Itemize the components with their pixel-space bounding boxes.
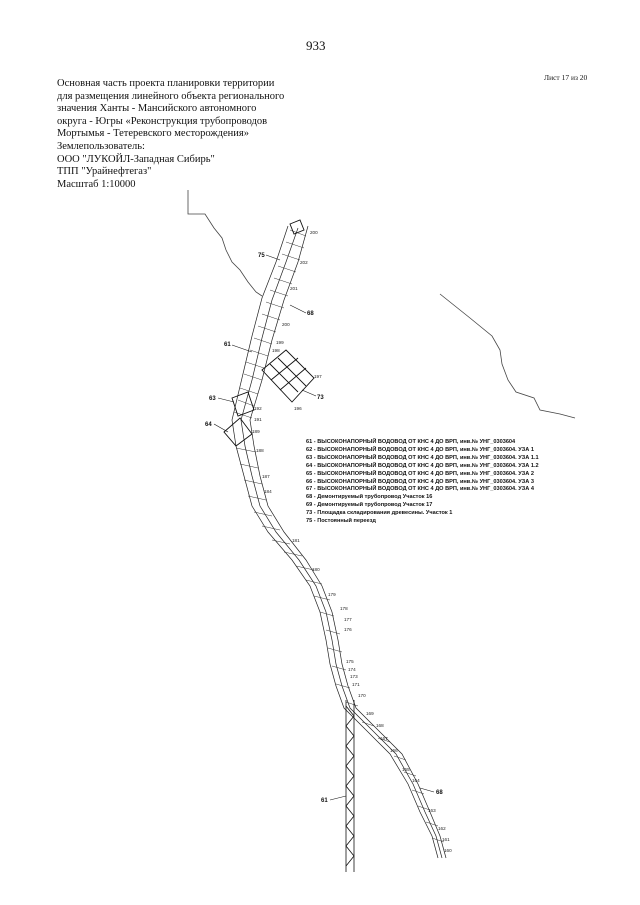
hatch-segment-north xyxy=(233,229,307,419)
legend-item: 67 - ВЫСОКОНАПОРНЫЙ ВОДОВОД ОТ КНС 4 ДО … xyxy=(306,486,534,493)
legend-item: 75 - Постоянный переезд xyxy=(306,518,376,525)
callout-61: 61 xyxy=(224,342,231,348)
point-label: 178 xyxy=(340,606,348,611)
callout-73: 73 xyxy=(317,395,324,401)
legend-item: 69 - Демонтируемый трубопровод Участок 1… xyxy=(306,502,433,509)
point-label: 181 xyxy=(292,538,300,543)
point-label: 170 xyxy=(358,693,366,698)
valve-site-north xyxy=(289,219,305,235)
storage-site-73 xyxy=(261,349,315,403)
leader-61-north xyxy=(231,344,253,353)
legend-item: 64 - ВЫСОКОНАПОРНЫЙ ВОДОВОД ОТ КНС 4 ДО … xyxy=(306,462,539,469)
callout-75: 75 xyxy=(258,253,265,259)
point-label: 188 xyxy=(256,448,264,453)
valve-site-64 xyxy=(223,417,253,447)
legend-item: 62 - ВЫСОКОНАПОРНЫЙ ВОДОВОД ОТ КНС 4 ДО … xyxy=(306,446,534,453)
leader-75 xyxy=(265,254,281,261)
legend-item: 73 - Площадка складирования древесины. У… xyxy=(306,510,453,517)
title-line: Основная часть проекта планировки террит… xyxy=(57,78,275,89)
page-number: 933 xyxy=(306,38,326,53)
point-label: 200 xyxy=(282,322,290,327)
title-line: значения Ханты - Мансийского автономного xyxy=(57,103,257,115)
point-label: 200 xyxy=(310,230,318,235)
point-label: 167 xyxy=(380,736,388,741)
point-label: 191 xyxy=(254,417,262,422)
road-line-west xyxy=(187,190,263,297)
title-line: Мортымья - Тетеревского месторождения» xyxy=(57,128,249,140)
pipeline-corridor xyxy=(231,225,447,859)
leader-64 xyxy=(213,423,229,433)
point-label: 192 xyxy=(254,406,262,411)
hatch-segment-middle xyxy=(235,447,335,617)
point-label: 180 xyxy=(312,567,320,572)
point-label: 197 xyxy=(314,374,322,379)
title-block: Основная часть проекта планировки террит… xyxy=(57,78,297,191)
point-label: 196 xyxy=(294,406,302,411)
point-label: 177 xyxy=(344,617,352,622)
leader-61-south xyxy=(329,795,347,801)
point-label: 201 xyxy=(290,286,298,291)
callout-63: 63 xyxy=(209,396,216,402)
point-label: 161 xyxy=(442,837,450,842)
point-label: 184 xyxy=(264,489,272,494)
point-label: 165 xyxy=(402,767,410,772)
land-user-label: Землепользователь: xyxy=(57,140,145,152)
point-label: 168 xyxy=(376,723,384,728)
point-label: 163 xyxy=(428,808,436,813)
pipeline-61-branch xyxy=(345,700,355,872)
leader-73 xyxy=(301,389,317,397)
land-user-division: ТПП "Урайнефтегаз" xyxy=(57,166,152,178)
title-line: округа - Югры «Реконструкция трубопровод… xyxy=(57,115,268,127)
point-label: 160 xyxy=(444,848,452,853)
point-label: 198 xyxy=(272,348,280,353)
legend-item: 61 - ВЫСОКОНАПОРНЫЙ ВОДОВОД ОТ КНС 4 ДО … xyxy=(306,439,516,445)
point-label: 179 xyxy=(328,592,336,597)
hatch-segment-south xyxy=(325,629,445,843)
point-label: 173 xyxy=(350,674,358,679)
point-label: 166 xyxy=(390,748,398,753)
land-user-company: ООО "ЛУКОЙЛ-Западная Сибирь" xyxy=(57,153,215,165)
storage-site-outline xyxy=(261,349,315,403)
legend-item: 68 - Демонтируемый трубопровод Участок 1… xyxy=(306,494,433,501)
point-label: 176 xyxy=(344,627,352,632)
leader-63 xyxy=(217,397,235,403)
sheet-label: Лист 17 из 20 xyxy=(544,73,588,82)
callout-68: 68 xyxy=(436,790,443,796)
callout-leaders xyxy=(213,254,435,801)
callout-64: 64 xyxy=(205,422,212,428)
storage-site-grid xyxy=(269,357,307,393)
legend-item: 63 - ВЫСОКОНАПОРНЫЙ ВОДОВОД ОТ КНС 4 ДО … xyxy=(306,454,539,461)
point-label: 175 xyxy=(346,659,354,664)
point-label: 189 xyxy=(252,429,260,434)
point-label: 169 xyxy=(366,711,374,716)
scale-label: Масштаб 1:10000 xyxy=(57,178,136,190)
legend-item: 65 - ВЫСОКОНАПОРНЫЙ ВОДОВОД ОТ КНС 4 ДО … xyxy=(306,470,534,477)
title-line: для размещения линейного объекта региона… xyxy=(57,90,285,102)
point-label: 174 xyxy=(348,667,356,672)
point-label: 162 xyxy=(438,826,446,831)
map-legend: 61 - ВЫСОКОНАПОРНЫЙ ВОДОВОД ОТ КНС 4 ДО … xyxy=(306,439,539,526)
legend-item: 66 - ВЫСОКОНАПОРНЫЙ ВОДОВОД ОТ КНС 4 ДО … xyxy=(306,478,534,485)
valve-site-63 xyxy=(231,391,255,417)
pipeline-axis xyxy=(240,227,443,859)
existing-road-lines xyxy=(187,190,576,419)
leader-68-north xyxy=(289,304,307,314)
branch-zigzag xyxy=(345,705,355,867)
road-line-east xyxy=(439,293,576,419)
valve-sites xyxy=(223,219,305,447)
callout-61: 61 xyxy=(321,798,328,804)
point-label: 187 xyxy=(262,474,270,479)
point-label: 202 xyxy=(300,260,308,265)
corridor-hatching xyxy=(233,229,445,843)
point-label: 199 xyxy=(276,340,284,345)
point-label: 164 xyxy=(412,778,420,783)
corridor-edge-west xyxy=(231,225,439,859)
callout-68: 68 xyxy=(307,311,314,317)
point-label: 171 xyxy=(352,682,360,687)
leader-68-south xyxy=(419,787,435,793)
